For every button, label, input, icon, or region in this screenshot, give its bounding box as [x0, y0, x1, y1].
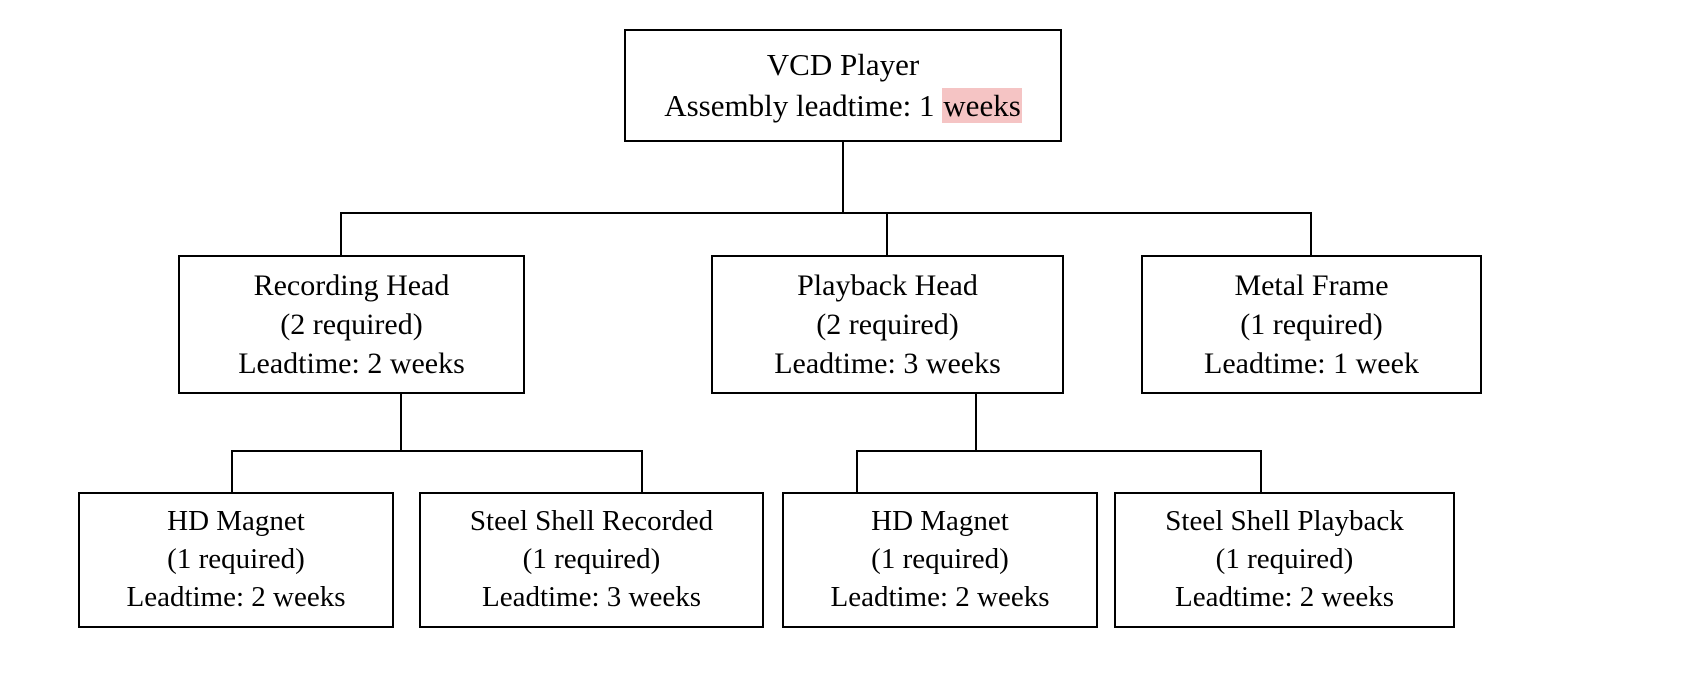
node-leadtime: Leadtime: 3 weeks: [774, 347, 1001, 380]
connector-playback-head-stem: [975, 394, 977, 450]
connector-recording-children-bus: [231, 450, 643, 452]
node-hd-magnet-playback[interactable]: HD Magnet (1 required) Leadtime: 2 weeks: [782, 492, 1098, 628]
node-title: HD Magnet: [167, 505, 305, 538]
node-title: Metal Frame: [1234, 269, 1389, 302]
assembly-leadtime-highlight: weeks: [942, 87, 1022, 123]
node-assembly-leadtime: Assembly leadtime: 1 weeks: [664, 86, 1022, 126]
node-quantity: (1 required): [167, 543, 305, 576]
node-leadtime: Leadtime: 3 weeks: [481, 580, 702, 613]
connector-to-hd-magnet-2: [856, 450, 858, 492]
node-leadtime: Leadtime: 2 weeks: [1174, 580, 1395, 613]
connector-to-hd-magnet-1: [231, 450, 233, 492]
node-recording-head[interactable]: Recording Head (2 required) Leadtime: 2 …: [178, 255, 525, 394]
node-title: Steel Shell Playback: [1165, 505, 1404, 538]
connector-to-steel-shell-playback: [1260, 450, 1262, 492]
node-metal-frame[interactable]: Metal Frame (1 required) Leadtime: 1 wee…: [1141, 255, 1482, 394]
connector-to-steel-shell-recorded: [641, 450, 643, 492]
connector-to-playback-head: [886, 212, 888, 255]
node-quantity: (1 required): [871, 543, 1009, 576]
node-title: Steel Shell Recorded: [469, 505, 714, 538]
connector-to-metal-frame: [1310, 212, 1312, 255]
node-playback-head[interactable]: Playback Head (2 required) Leadtime: 3 w…: [711, 255, 1064, 394]
node-quantity: (1 required): [1240, 308, 1383, 341]
node-vcd-player[interactable]: VCD Player Assembly leadtime: 1 weeks: [624, 29, 1062, 142]
node-steel-shell-playback[interactable]: Steel Shell Playback (1 required) Leadti…: [1114, 492, 1455, 628]
node-leadtime: Leadtime: 2 weeks: [126, 580, 346, 613]
node-quantity: (1 required): [1215, 543, 1354, 576]
node-title: VCD Player: [766, 47, 920, 83]
connector-recording-head-stem: [400, 394, 402, 450]
node-quantity: (2 required): [816, 308, 959, 341]
assembly-leadtime-prefix: Assembly leadtime: 1: [664, 87, 935, 123]
connector-level2-bus: [340, 212, 1312, 214]
node-steel-shell-recorded[interactable]: Steel Shell Recorded (1 required) Leadti…: [419, 492, 764, 628]
node-title: HD Magnet: [871, 505, 1009, 538]
node-quantity: (1 required): [522, 543, 661, 576]
node-title: Playback Head: [797, 269, 978, 302]
node-leadtime: Leadtime: 1 week: [1204, 347, 1419, 380]
node-leadtime: Leadtime: 2 weeks: [830, 580, 1050, 613]
connector-to-recording-head: [340, 212, 342, 255]
connector-playback-children-bus: [856, 450, 1262, 452]
connector-root-stem: [842, 142, 844, 212]
node-title: Recording Head: [253, 269, 450, 302]
node-leadtime: Leadtime: 2 weeks: [238, 347, 465, 380]
node-quantity: (2 required): [280, 308, 423, 341]
node-hd-magnet-recording[interactable]: HD Magnet (1 required) Leadtime: 2 weeks: [78, 492, 394, 628]
